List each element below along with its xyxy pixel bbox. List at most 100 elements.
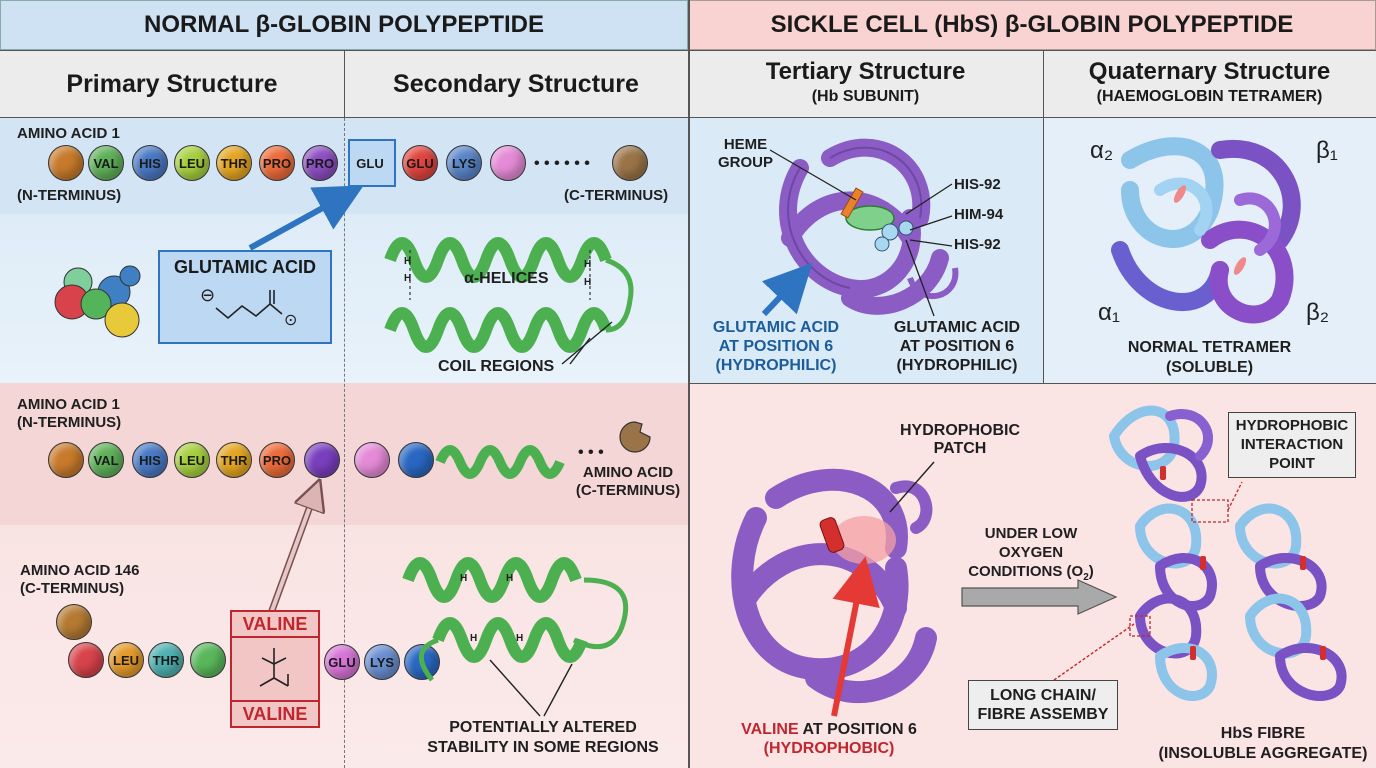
normal-bead-his: HIS bbox=[132, 145, 168, 181]
sickle-bead-leu: LEU bbox=[174, 442, 210, 478]
normal-c-terminus-label: (C-TERMINUS) bbox=[564, 187, 669, 204]
normal-h-mark-1: H bbox=[404, 256, 412, 267]
sickle-h-mark-2: H bbox=[506, 573, 514, 584]
valine-box-bottom-label: VALINE bbox=[230, 700, 320, 726]
hbs-fibre-line-1: HbS FIBRE bbox=[1220, 725, 1306, 742]
low-oxygen-line-1: UNDER LOW bbox=[984, 525, 1078, 542]
lower-bead-thr: THR bbox=[148, 642, 184, 678]
sickle-bead-9 bbox=[398, 442, 434, 478]
tertiary-pointer-lines bbox=[769, 149, 953, 317]
alpha1-label: α₁ bbox=[1098, 299, 1120, 326]
divider-primary-secondary-top bbox=[344, 50, 345, 118]
tertiary-glutamic-arrow bbox=[761, 262, 813, 317]
interaction-line-2: INTERACTION bbox=[1240, 436, 1344, 453]
glutamic-acid-box bbox=[158, 250, 332, 344]
primary-structure-title: Primary Structure bbox=[66, 69, 278, 98]
normal-bead-glu: GLU bbox=[402, 145, 438, 181]
normal-bead-glu-6: GLU bbox=[356, 155, 384, 171]
low-oxygen-caption: UNDER LOW OXYGEN CONDITIONS (O2) bbox=[966, 524, 1096, 587]
normal-header-title: NORMAL β-GLOBIN POLYPEPTIDE bbox=[143, 11, 545, 38]
his-92-top-label: HIS-92 bbox=[954, 176, 1001, 193]
valine-position-caption: VALINE AT POSITION 6 (HYDROPHOBIC) bbox=[718, 720, 940, 758]
low-oxygen-line-2: OXYGEN bbox=[998, 544, 1064, 561]
sickle-h-mark-4: H bbox=[516, 633, 524, 644]
stability-line-1: POTENTIALLY ALTERED bbox=[449, 719, 637, 736]
normal-bead-c-terminus bbox=[612, 145, 648, 181]
lower-bead-leu: LEU bbox=[108, 642, 144, 678]
sickle-amino-acid-c: AMINO ACID bbox=[582, 464, 674, 481]
quaternary-title: Quaternary Structure bbox=[1088, 58, 1331, 85]
valine-hydrophobic-text: (HYDROPHOBIC) bbox=[763, 740, 895, 757]
glutamic-charge-end: ⊙ bbox=[284, 312, 298, 329]
normal-h-mark-2: H bbox=[404, 273, 412, 284]
normal-bead-pro-2: PRO bbox=[302, 145, 338, 181]
interaction-point-box bbox=[1228, 412, 1356, 478]
tertiary-subtitle: (Hb SUBUNIT) bbox=[811, 88, 920, 105]
beta2-label: β₂ bbox=[1306, 299, 1330, 326]
normal-header-panel bbox=[0, 0, 688, 50]
interaction-line-1: HYDROPHOBIC bbox=[1235, 417, 1349, 434]
sickle-pointer-arrow bbox=[266, 476, 340, 618]
his-92-bottom-label: HIS-92 bbox=[954, 236, 1001, 253]
normal-glu-highlight-box bbox=[348, 139, 396, 187]
amino-acid-146-label: AMINO ACID 146 bbox=[20, 562, 140, 579]
interaction-line-3: POINT bbox=[1269, 455, 1315, 472]
long-chain-line-1: LONG CHAIN/ bbox=[990, 687, 1096, 704]
sickle-header-panel bbox=[688, 0, 1376, 50]
stability-line-2: STABILITY IN SOME REGIONS bbox=[427, 739, 659, 756]
patch-pointer-line bbox=[889, 461, 935, 513]
sickle-h-mark-3: H bbox=[470, 633, 478, 644]
coil-regions-label: COIL REGIONS bbox=[438, 358, 555, 375]
hydrophobic-patch-line-2: PATCH bbox=[933, 440, 987, 457]
sickle-bead-val: VAL bbox=[88, 442, 124, 478]
tertiary-title: Tertiary Structure bbox=[765, 58, 966, 85]
heme-group-label: HEME GROUP bbox=[718, 136, 773, 172]
normal-tetramer-caption-1: NORMAL TETRAMER bbox=[1127, 339, 1292, 356]
valine-red-arrow bbox=[831, 556, 880, 717]
sickle-c-terminus: (C-TERMINUS) bbox=[575, 482, 681, 499]
glutamic-right-line-1: GLUTAMIC ACID bbox=[893, 319, 1021, 336]
secondary-structure-title: Secondary Structure bbox=[393, 69, 639, 98]
normal-tetramer-caption-2: (SOLUBLE) bbox=[1165, 359, 1254, 376]
him-94-label: HIM-94 bbox=[954, 206, 1004, 223]
hydrophobic-patch-label: HYDROPHOBIC PATCH bbox=[900, 422, 1020, 458]
valine-box-top-label: VALINE bbox=[230, 612, 320, 638]
tertiary-structure-title: Tertiary Structure (Hb SUBUNIT) bbox=[688, 58, 1043, 106]
glutamic-structure-icon bbox=[215, 290, 283, 320]
glutamic-acid-box-label: GLUTAMIC ACID bbox=[174, 256, 316, 277]
normal-amino-acid-1-label: AMINO ACID 1 bbox=[17, 125, 120, 142]
quaternary-subtitle: (HAEMOGLOBIN TETRAMER) bbox=[1096, 88, 1323, 105]
quaternary-structure-title: Quaternary Structure (HAEMOGLOBIN TETRAM… bbox=[1043, 58, 1376, 106]
glutamic-right-caption: GLUTAMIC ACID AT POSITION 6 (HYDROPHILIC… bbox=[876, 318, 1038, 375]
sickle-chain-ellipsis: • • • bbox=[578, 444, 604, 461]
normal-bead-lys: LYS bbox=[446, 145, 482, 181]
glutamic-left-line-2: AT POSITION 6 bbox=[718, 338, 834, 355]
glutamic-pointer-arrow bbox=[248, 185, 364, 251]
sickle-n-terminus-label: (N-TERMINUS) bbox=[17, 414, 122, 431]
hydrophobic-patch-line-1: HYDROPHOBIC bbox=[900, 422, 1021, 439]
normal-alpha-helices bbox=[384, 237, 634, 353]
lower-bead-5 bbox=[190, 642, 226, 678]
divider-tertiary-quaternary bbox=[1043, 50, 1044, 118]
sickle-bead-8 bbox=[354, 442, 390, 478]
glutamic-charge-minus: ⊖ bbox=[200, 285, 216, 305]
fibre-tetramer-top bbox=[1109, 405, 1213, 502]
normal-tetramer-caption: NORMAL TETRAMER (SOLUBLE) bbox=[1043, 338, 1376, 378]
normal-bead-pro-1: PRO bbox=[259, 145, 295, 181]
long-chain-box bbox=[968, 680, 1118, 730]
normal-tetramer-graphic bbox=[1111, 137, 1301, 324]
lower-bead-146 bbox=[56, 604, 92, 640]
sickle-c-terminus-label: AMINO ACID (C-TERMINUS) bbox=[566, 464, 690, 500]
stability-caption: POTENTIALLY ALTERED STABILITY IN SOME RE… bbox=[400, 718, 686, 758]
fibre-tetramer-bottom-right bbox=[1245, 593, 1347, 701]
normal-h-mark-3: H bbox=[584, 259, 592, 270]
sickle-header-title: SICKLE CELL (HbS) β-GLOBIN POLYPEPTIDE bbox=[770, 11, 1294, 38]
alpha-helices-label: α-HELICES bbox=[464, 270, 549, 287]
low-oxygen-arrow bbox=[961, 579, 1118, 615]
normal-bead-val: VAL bbox=[88, 145, 124, 181]
sickle-bead-val-6 bbox=[304, 442, 340, 478]
valine-position-text: AT POSITION 6 bbox=[798, 721, 917, 738]
normal-bead-1 bbox=[48, 145, 84, 181]
glutamic-right-line-3: (HYDROPHILIC) bbox=[896, 357, 1018, 374]
interaction-point-label: HYDROPHOBIC INTERACTION POINT bbox=[1228, 416, 1356, 473]
